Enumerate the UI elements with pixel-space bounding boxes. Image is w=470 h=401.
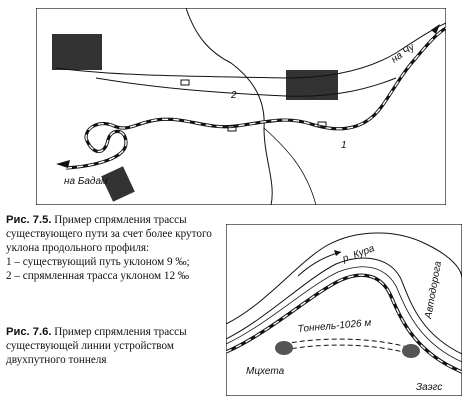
route-2-line: [95, 77, 397, 97]
legend-2: 2 – спрямленная трасса уклоном 12 ‰: [6, 270, 190, 282]
river: [185, 8, 273, 205]
river-flow-arrow: [297, 251, 342, 277]
caption-number: Рис. 7.6.: [6, 326, 52, 338]
label-route-2: 2: [230, 90, 237, 101]
label-mikheta: Мцхета: [246, 366, 285, 377]
river-bank-lower: [226, 257, 462, 355]
station-marker: [180, 79, 190, 86]
label-route-1: 1: [341, 140, 347, 151]
label-to-badam: на Бадам: [64, 176, 108, 187]
tunnel-portal-west: [275, 341, 293, 355]
legend-1: 1 – существующий путь уклоном 9 ‰;: [6, 256, 190, 268]
label-road: Автодорога: [423, 260, 444, 321]
station-marker: [227, 125, 237, 132]
existing-track-dashes: [226, 274, 462, 373]
tunnel-line-1: [283, 338, 412, 349]
road: [226, 266, 462, 363]
arrow-to-badam: [56, 160, 70, 168]
figure-7-5-caption: Рис. 7.5. Пример спрямления трассы сущес…: [6, 213, 218, 283]
caption-text: Пример спрямления трассы существующего п…: [6, 214, 212, 254]
route-1-track-dashes: [65, 27, 446, 169]
caption-number: Рис. 7.5.: [6, 214, 52, 226]
road: [55, 22, 446, 79]
route-1-existing-track: [65, 26, 446, 170]
figure-7-5-map: на Чу на Бадам 2 1: [36, 8, 446, 205]
tunnel-line-2: [283, 344, 412, 355]
station-marker: [317, 121, 327, 128]
tunnel-portal-east: [402, 344, 420, 358]
figure-7-6-map: р. Кура Автодорога Тоннель-1026 м Мцхета…: [226, 224, 462, 396]
figure-7-6-caption: Рис. 7.6. Пример спрямления трассы сущес…: [6, 325, 218, 367]
arrow-head: [334, 250, 341, 256]
label-tunnel: Тоннель-1026 м: [297, 318, 372, 335]
label-river: р. Кура: [340, 243, 376, 265]
label-zaegs: Заэгс: [416, 382, 442, 393]
arrow-to-chu: [431, 24, 440, 34]
settlement-block-3: [101, 166, 135, 202]
settlement-block-1: [52, 34, 102, 70]
tributary: [263, 127, 317, 205]
caption-text: Пример спрямления трассы существующей ли…: [6, 326, 187, 366]
river-bank-upper: [226, 232, 462, 325]
